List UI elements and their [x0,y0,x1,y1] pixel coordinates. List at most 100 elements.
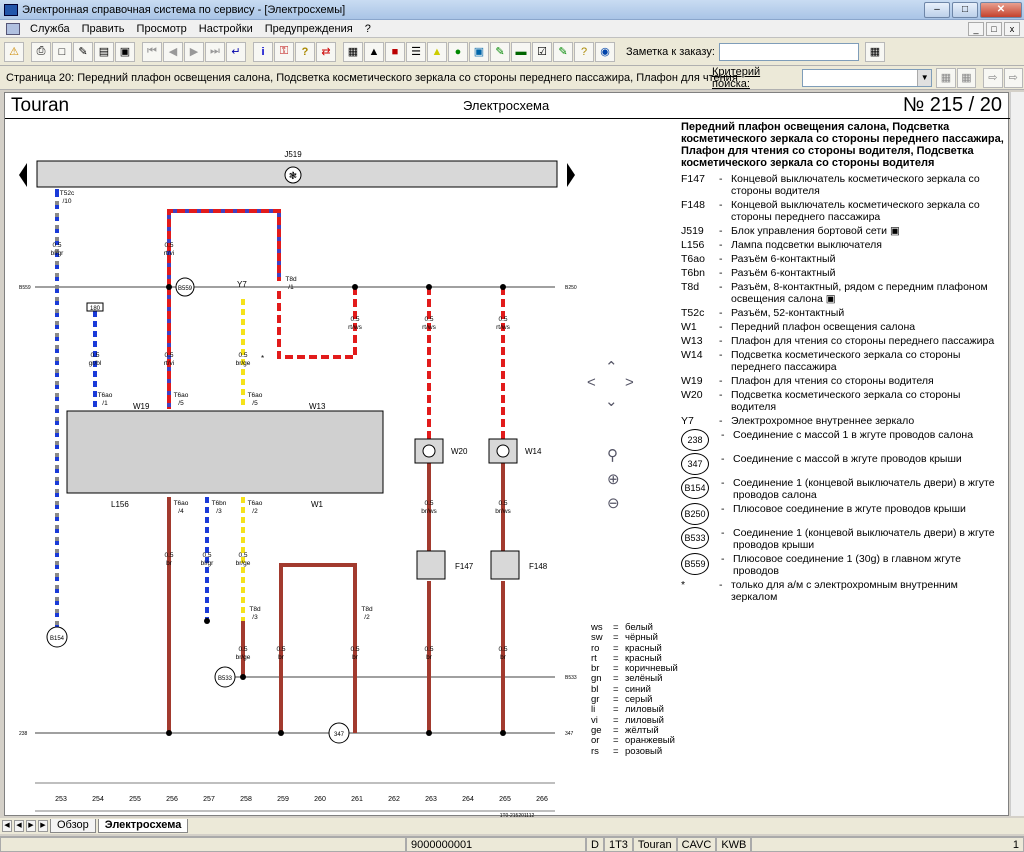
pan-right-icon[interactable]: > [625,374,634,391]
search-criteria-select[interactable]: ▼ [802,68,933,87]
menu-view[interactable]: Просмотр [136,22,187,35]
status-model-code: 1T3 [603,837,633,852]
mdi-minimize-button[interactable]: _ [968,21,984,36]
vehicle-icon[interactable]: ▬ [511,41,531,62]
pan-down-icon[interactable]: ⌄ [605,393,618,410]
menu-service[interactable]: Служба [30,22,70,35]
sphere-icon[interactable]: ◉ [595,41,615,62]
key-icon[interactable]: ⚿ [274,41,294,62]
list-icon[interactable]: ☰ [406,41,426,62]
svg-text:T6ao: T6ao [174,500,189,507]
diagnosis-icon[interactable]: ☑ [532,41,552,62]
status-engine: CAVC [676,837,717,852]
doc-id: 1T0-215201112 [500,813,535,819]
svg-text:0.5: 0.5 [238,352,247,359]
svg-text:br/ge: br/ge [236,360,251,367]
car-icon[interactable]: ▣ [115,41,135,62]
edit-document-icon[interactable]: ✎ [73,41,93,62]
svg-text:0.5: 0.5 [164,352,173,359]
col-260: 260 [314,796,326,803]
svg-text:0.5: 0.5 [90,352,99,359]
parts-icon[interactable]: ▦ [343,41,363,62]
filter-clear-icon[interactable]: ▦ [956,67,977,88]
legend-connection: B154-Соединение 1 (концевой выключатель … [681,477,1007,501]
col-256: 256 [166,796,178,803]
svg-text:T52c: T52c [60,190,75,197]
close-button[interactable]: ✕ [980,1,1022,18]
status-model: Touran [632,837,677,852]
tab-last-icon[interactable]: ▶ [38,820,48,832]
status-bar: 9000000001 D 1T3 Touran CAVC KWB 1 [0,836,1024,852]
collapse-icon[interactable]: ⇨ [1003,67,1023,88]
mdi-restore-button[interactable]: □ [986,21,1002,36]
first-page-icon[interactable]: ⏮ [142,41,162,62]
book-icon[interactable]: ■ [385,41,405,62]
tab-first-icon[interactable]: ◀ [2,820,12,832]
toolbar: ⚠ ⎙ □ ✎ ▤ ▣ ⏮ ◀ ▶ ⏭ ↵ i ⚿ ? ⇄ ▦ ▲ ■ ☰ ▲ … [0,38,1024,66]
swap-icon[interactable]: ⇄ [316,41,336,62]
tab-overview[interactable]: Обзор [50,819,96,833]
col-264: 264 [462,796,474,803]
filter-icon[interactable]: ▦ [936,67,956,88]
j519-label: J519 [284,150,302,159]
svg-text:0.5: 0.5 [424,316,433,323]
zoom-fit-icon[interactable]: ⚲ [607,447,618,464]
order-note-input[interactable] [718,42,859,61]
jump-icon[interactable]: ↵ [226,41,246,62]
camera-icon[interactable]: ▣ [825,293,836,305]
legend-item: T8d-Разъём, 8-контактный, рядом с передн… [681,281,988,305]
save-icon[interactable]: ▣ [469,41,489,62]
expand-icon[interactable]: ⇨ [983,67,1003,88]
legend-item: T52c-Разъём, 52-контактный [681,307,845,319]
legend-connection: 238-Соединение с массой 1 в жгуте провод… [681,429,1007,451]
prev-page-icon[interactable]: ◀ [163,41,183,62]
tab-prev-icon[interactable]: ◀ [14,820,24,832]
legend-item: W1-Передний плафон освещения салона [681,321,916,333]
col-255: 255 [129,796,141,803]
menu-settings[interactable]: Настройки [198,22,253,35]
legend-item: F147-Концевой выключатель косметического… [681,173,980,197]
maximize-button[interactable]: □ [952,1,978,18]
chevron-down-icon[interactable]: ▼ [917,69,932,86]
question-icon[interactable]: ? [295,41,315,62]
last-page-icon[interactable]: ⏭ [205,41,225,62]
tree-icon[interactable]: ▲ [364,41,384,62]
menu-help[interactable]: ? [364,22,371,35]
edit-icon[interactable]: ✎ [553,41,573,62]
svg-text:T8d: T8d [285,276,297,283]
svg-text:T6ao: T6ao [248,500,263,507]
folder-icon[interactable]: ▤ [94,41,114,62]
page-number: № 215 / 20 [902,94,1002,116]
star-note: * [261,354,264,363]
help-icon[interactable]: ? [574,41,594,62]
legend-connection: B250-Плюсовое соединение в жгуте проводо… [681,503,1007,525]
tab-wiring-diagram[interactable]: Электросхема [97,819,189,833]
minimize-button[interactable]: – [924,1,950,18]
legend-item: W14-Подсветка косметического зеркала со … [681,349,961,373]
globe-icon[interactable]: ● [448,41,468,62]
tab-next-icon[interactable]: ▶ [26,820,36,832]
caution-icon[interactable]: ▲ [427,41,447,62]
warning-icon[interactable]: ⚠ [4,41,24,62]
b154-label: B154 [50,636,65,642]
svg-text:br/ge: br/ge [236,560,251,567]
pan-up-icon[interactable]: ⌃ [605,359,618,376]
document-header: Touran Электросхема № 215 / 20 [5,93,1010,119]
pencil-icon[interactable]: ✎ [490,41,510,62]
menu-edit[interactable]: Править [81,22,125,35]
section-name: Электросхема [463,98,550,113]
zoom-in-icon[interactable]: ⊕ [607,471,620,488]
info-icon[interactable]: i [253,41,273,62]
camera-icon[interactable]: ▣ [889,225,900,237]
page-bar: Страница 20: Передний плафон освещения с… [0,66,1024,90]
vertical-scrollbar[interactable] [1010,92,1024,816]
mdi-close-button[interactable]: x [1004,21,1020,36]
pan-left-icon[interactable]: < [587,374,596,391]
new-document-icon[interactable]: □ [52,41,72,62]
zoom-out-icon[interactable]: ⊖ [607,495,620,512]
menu-warnings[interactable]: Предупреждения [264,22,353,35]
note-edit-icon[interactable]: ▦ [864,41,885,62]
next-page-icon[interactable]: ▶ [184,41,204,62]
svg-text:0.5: 0.5 [498,646,507,653]
print-icon[interactable]: ⎙ [31,41,51,62]
